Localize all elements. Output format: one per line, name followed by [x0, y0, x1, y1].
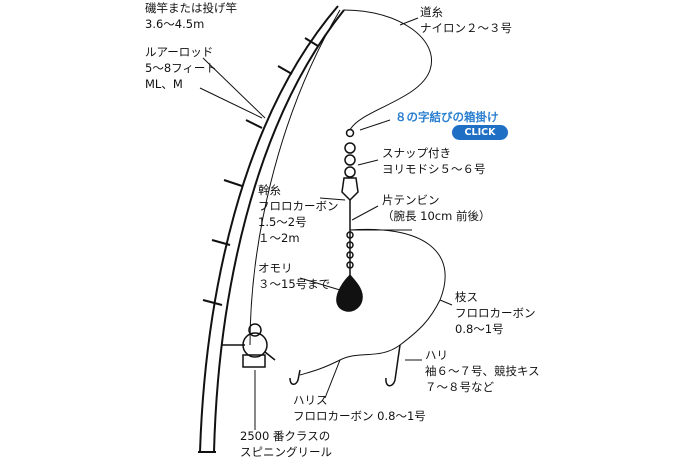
main-line-spec: ナイロン２〜３号: [420, 21, 512, 35]
rod: [198, 5, 345, 453]
text: 袖６〜７号、競技キス: [425, 364, 540, 378]
click-button[interactable]: CLICK: [452, 125, 508, 140]
tenbin-label: 片テンビン （腕長 10cm 前後）: [382, 192, 490, 224]
leader-lines: [199, 17, 453, 430]
text: 幹糸: [258, 183, 281, 197]
reel-label: 2500 番クラスのスピニングリール: [240, 428, 332, 460]
branch-line: [299, 228, 446, 376]
knot-link[interactable]: ８の字結びの箱掛け: [395, 110, 499, 124]
text: ハリス: [293, 393, 328, 407]
text: フロロカーボン: [455, 306, 536, 320]
text: 2500 番クラスの: [240, 429, 331, 443]
text: ３〜15号まで: [258, 277, 331, 291]
rod-type: 磯竿または投げ竿: [145, 1, 237, 15]
text: フロロカーボン 0.8〜1号: [293, 409, 426, 423]
hook: [385, 344, 401, 387]
text: 1.5〜2号: [258, 215, 307, 229]
sinker: [336, 274, 363, 312]
main-line-label: 道糸ナイロン２〜３号: [420, 4, 512, 36]
text: オモリ: [258, 261, 293, 275]
snap-spec: ヨリモドシ５〜６号: [382, 162, 486, 176]
rod-label: 磯竿または投げ竿 3.6〜4.5m: [145, 0, 237, 32]
snap-name: スナップ付き: [382, 146, 451, 160]
text: スピニングリール: [240, 445, 332, 459]
main-line: [343, 9, 432, 131]
branch-label: 枝スフロロカーボン 0.8〜1号: [455, 289, 536, 337]
reel: [222, 323, 276, 368]
hook: [289, 369, 301, 385]
swivel-chain: [341, 128, 359, 290]
lure-rod-power: ML、M: [145, 77, 183, 91]
sinker-label: オモリ ３〜15号まで: [258, 260, 330, 292]
text: １〜2m: [258, 231, 300, 245]
tenbin-name: 片テンビン: [382, 193, 440, 207]
main-line-name: 道糸: [420, 5, 443, 19]
rod-length: 3.6〜4.5m: [145, 17, 205, 31]
lure-rod-type: ルアーロッド: [145, 45, 214, 59]
text: 0.8〜1号: [455, 322, 504, 336]
text: ７〜８号など: [425, 380, 494, 394]
tenbin-spec: （腕長 10cm 前後）: [382, 209, 491, 223]
snap-label: スナップ付きヨリモドシ５〜６号: [382, 145, 486, 177]
text: フロロカーボン: [258, 199, 339, 213]
harisu-label: ハリスフロロカーボン 0.8〜1号: [293, 392, 426, 424]
mainline-leader-label: 幹糸フロロカーボン 1.5〜2号 １〜2m: [258, 182, 339, 246]
lure-rod-length: 5〜8フィート: [145, 61, 217, 75]
guide-line: [249, 9, 341, 346]
text: ハリ: [425, 348, 448, 362]
hook-label: ハリ袖６〜７号、競技キス ７〜８号など: [425, 347, 540, 395]
lure-rod-label: ルアーロッド 5〜8フィート ML、M: [145, 44, 217, 92]
text: 枝ス: [455, 290, 478, 304]
